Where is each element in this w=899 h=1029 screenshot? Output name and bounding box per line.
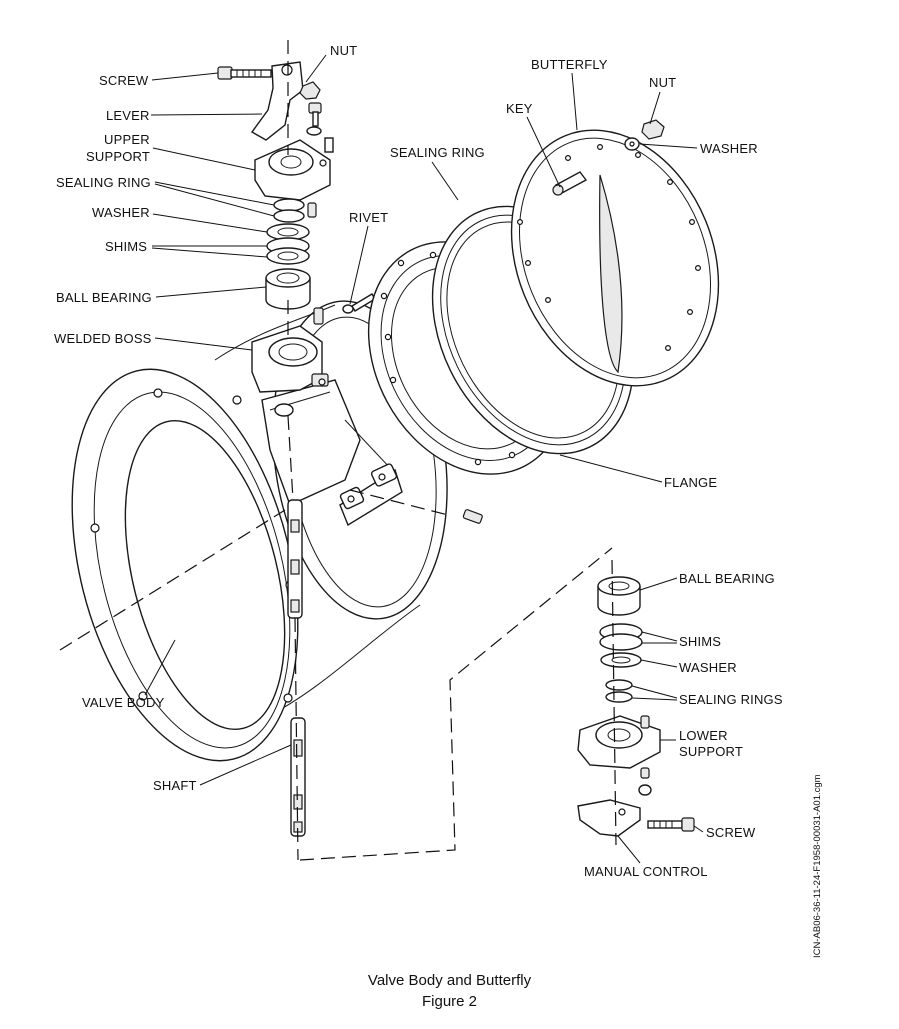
label-sealing-ring-left: SEALING RING: [56, 175, 151, 190]
label-valve-body: VALVE BODY: [82, 695, 165, 710]
lower-stack: [577, 576, 695, 837]
label-shaft: SHAFT: [153, 778, 197, 793]
nut-washer-right: [624, 119, 665, 151]
label-screw-lower: SCREW: [706, 825, 756, 840]
label-key: KEY: [506, 101, 533, 116]
label-washer-right: WASHER: [700, 141, 758, 156]
set-screw-body: [462, 509, 483, 524]
icn-reference: ICN-AB06-36-11-24-F1958-00031-A01.cgm: [812, 774, 823, 958]
label-flange: FLANGE: [664, 475, 717, 490]
label-butterfly: BUTTERFLY: [531, 57, 608, 72]
label-sealing-ring-middle: SEALING RING: [390, 145, 485, 160]
figure-caption-title: Valve Body and Butterfly: [367, 972, 532, 989]
label-ball-bearing-right: BALL BEARING: [679, 571, 775, 586]
butterfly-disc: [510, 129, 720, 387]
label-washer-left: WASHER: [92, 205, 150, 220]
label-upper-support-line2: SUPPORT: [86, 149, 150, 164]
label-lower-support-line2: SUPPORT: [679, 744, 743, 759]
label-manual-control: MANUAL CONTROL: [584, 864, 708, 879]
label-sealing-rings-lower: SEALING RINGS: [679, 692, 783, 707]
welded-boss: [251, 325, 329, 417]
label-nut-right: NUT: [649, 75, 676, 90]
key: [552, 171, 588, 196]
label-ball-bearing-left: BALL BEARING: [56, 290, 152, 305]
label-nut-top: NUT: [330, 43, 357, 58]
label-welded-boss: WELDED BOSS: [54, 331, 152, 346]
shaft-upper: [287, 499, 303, 619]
assembly-lines: [59, 40, 617, 861]
label-rivet: RIVET: [349, 210, 388, 225]
labels: NUT SCREW LEVER UPPER SUPPORT SEALING RI…: [54, 43, 783, 879]
label-shims-right: SHIMS: [679, 634, 721, 649]
valve-body: [71, 300, 448, 762]
label-lower-support-line1: LOWER: [679, 728, 728, 743]
label-shims-left: SHIMS: [105, 239, 147, 254]
upper-stack: [217, 61, 334, 335]
leader-lines: [144, 54, 704, 864]
figure-number: Figure 2: [421, 993, 478, 1010]
label-washer-lower: WASHER: [679, 660, 737, 675]
label-lever: LEVER: [106, 108, 150, 123]
label-upper-support-line1: UPPER: [104, 132, 150, 147]
label-screw-top: SCREW: [99, 73, 149, 88]
